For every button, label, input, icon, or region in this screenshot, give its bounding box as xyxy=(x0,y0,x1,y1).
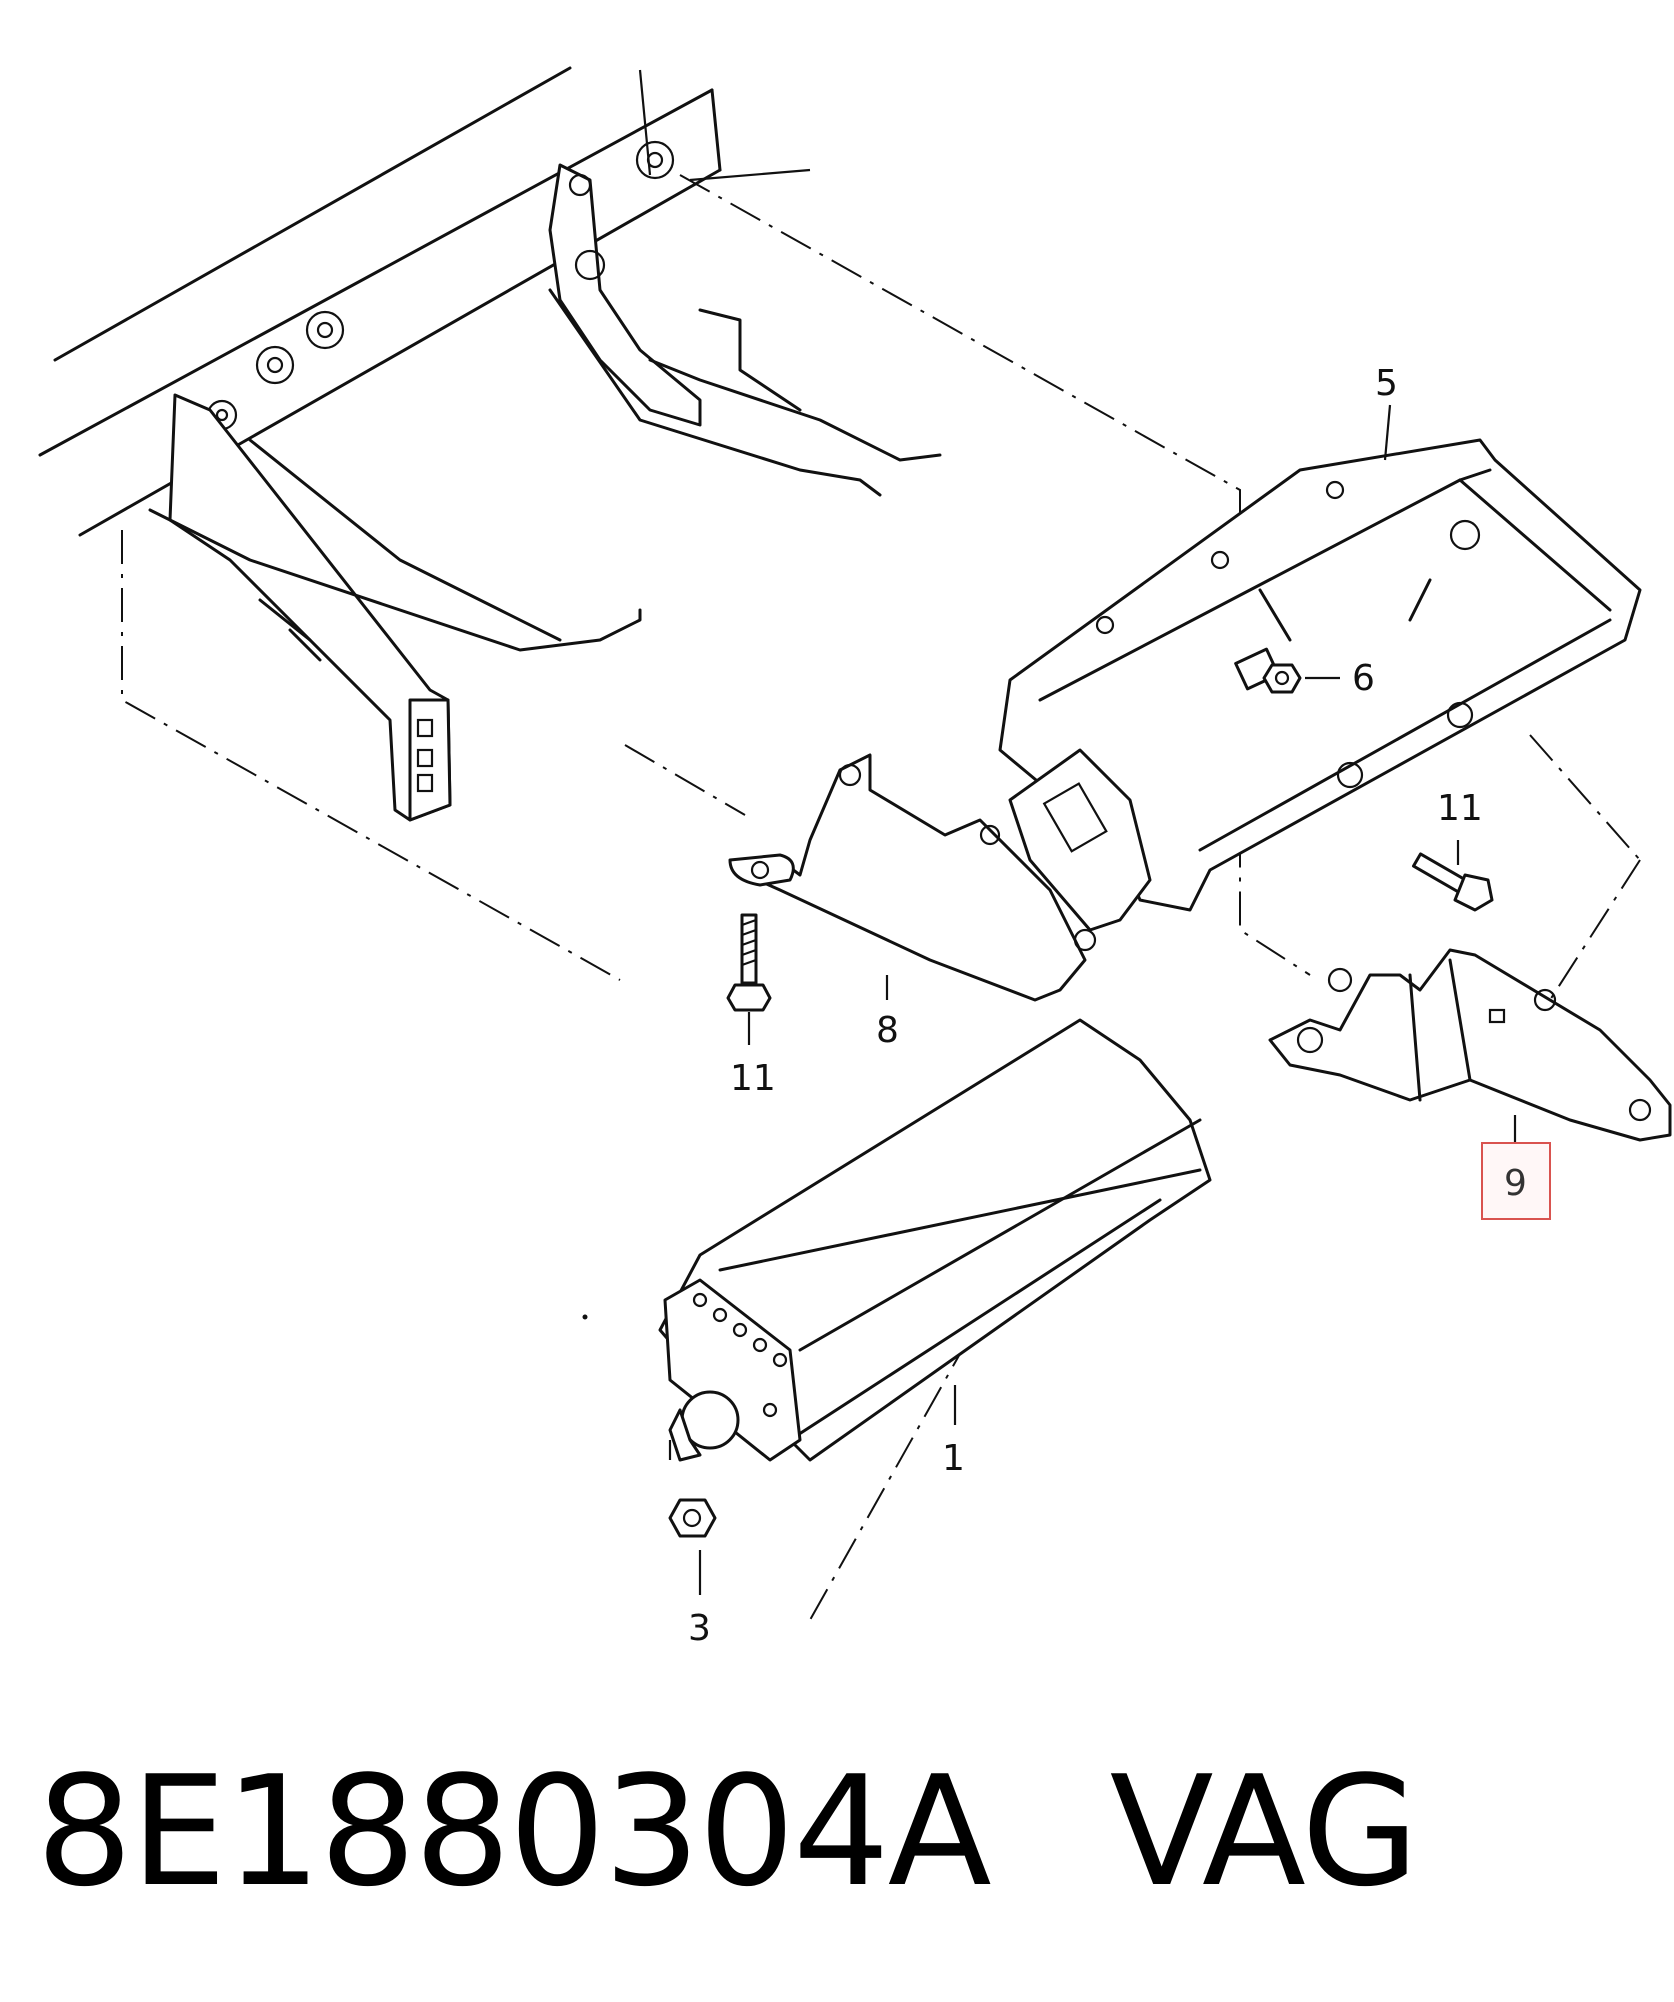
highlighted-callout-9: 9 xyxy=(1481,1142,1551,1220)
callout-6: 6 xyxy=(1352,658,1375,699)
nut-3 xyxy=(668,1498,717,1595)
upper-center-bracket xyxy=(548,163,942,497)
dashboard-crossmember xyxy=(38,66,722,537)
part-5-carrier-housing xyxy=(998,438,1642,912)
assembly-dashlines xyxy=(121,168,1641,1621)
callout-11-right: 11 xyxy=(1437,788,1483,829)
callout-8: 8 xyxy=(876,1010,899,1051)
part-8-support-bracket xyxy=(728,748,1152,1002)
part-number: 8E1880304A xyxy=(36,1743,992,1920)
callout-3: 3 xyxy=(688,1608,711,1649)
bolt-11-right xyxy=(1412,840,1494,912)
nut-6 xyxy=(1262,663,1340,694)
callout-highlight-box xyxy=(1481,1142,1551,1220)
callout-1: 1 xyxy=(942,1438,965,1479)
callout-11-left: 11 xyxy=(730,1058,776,1099)
exploded-parts-diagram: 5 6 11 8 11 1 3 9 xyxy=(38,66,1672,1649)
callout-5: 5 xyxy=(1375,363,1398,404)
part-1-airbag-module xyxy=(582,1018,1212,1462)
leader-lines xyxy=(885,404,1517,1425)
callout-9: 9 xyxy=(1504,1163,1527,1204)
left-mounting-bracket xyxy=(148,393,642,822)
diagram-svg: 5 6 11 8 11 1 3 9 xyxy=(38,66,1672,1649)
bolt-11-left xyxy=(726,913,772,1045)
manufacturer-name: VAG xyxy=(1109,1743,1419,1920)
part-9-support-bracket xyxy=(1268,948,1672,1142)
part-caption: 8E1880304A VAG xyxy=(36,1742,1419,1922)
